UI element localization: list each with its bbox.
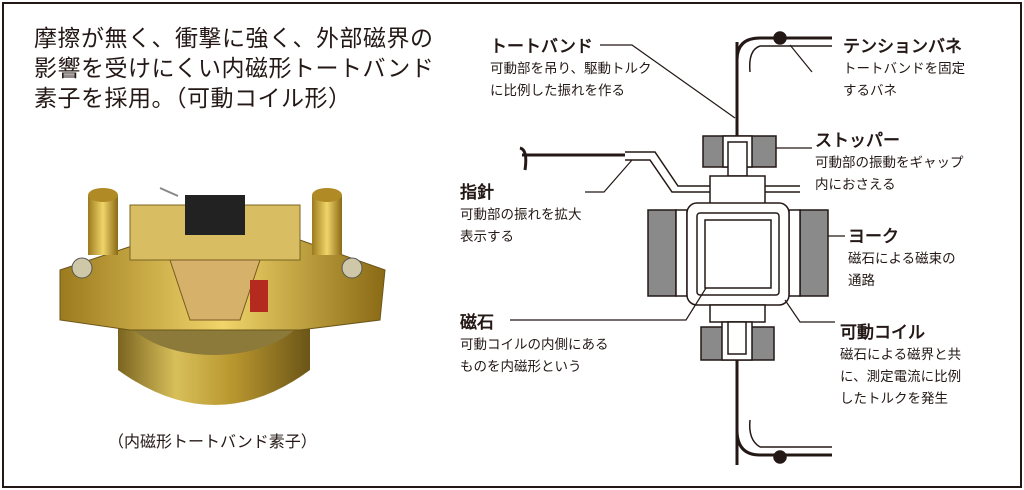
label-text: 通路 bbox=[848, 273, 875, 289]
label-heading: 可動コイル bbox=[840, 323, 925, 343]
label-text: 表示する bbox=[460, 229, 514, 245]
photo-caption: （内磁形トートバンド素子） bbox=[108, 432, 317, 451]
label-tension-spring: テンションバネ トートバンドを固定 するバネ bbox=[843, 36, 965, 102]
label-text: 内におさえる bbox=[815, 177, 896, 193]
label-heading: ストッパー bbox=[815, 131, 900, 151]
headline-line: 摩擦が無く、衝撃に強く、外部磁界の bbox=[34, 26, 434, 52]
label-heading: ヨーク bbox=[848, 227, 899, 247]
label-yoke: ヨーク 磁石による磁束の 通路 bbox=[848, 226, 956, 292]
taut-band-element-photo bbox=[59, 187, 386, 405]
label-heading: 磁石 bbox=[460, 313, 494, 333]
schematic-diagram bbox=[510, 31, 845, 465]
label-text: ものを内磁形という bbox=[460, 359, 582, 375]
label-text: 磁石による磁束の bbox=[848, 251, 956, 267]
label-text: 可動コイルの内側にある bbox=[460, 337, 609, 353]
label-moving-coil: 可動コイル 磁石による磁界と共 に、測定電流に比例 したトルクを発生 bbox=[840, 322, 961, 410]
headline-line: 素子を採用。（可動コイル形） bbox=[34, 86, 352, 112]
label-pointer: 指針 可動部の振れを拡大 表示する bbox=[460, 182, 582, 248]
label-heading: トートバンド bbox=[490, 37, 593, 57]
headline-line: 影響を受けにくい内磁形トートバンド bbox=[34, 56, 435, 82]
label-taut-band: トートバンド 可動部を吊り、駆動トルク に比例した振れを作る bbox=[490, 36, 651, 102]
label-text: 可動部を吊り、駆動トルク bbox=[490, 61, 652, 77]
label-heading: 指針 bbox=[460, 183, 494, 203]
label-text: したトルクを発生 bbox=[840, 391, 948, 407]
label-text: 可動部の振動をギャップ bbox=[815, 155, 964, 171]
label-text: トートバンドを固定 bbox=[843, 61, 966, 77]
label-text: に比例した振れを作る bbox=[490, 83, 625, 99]
label-heading: テンションバネ bbox=[843, 37, 962, 57]
label-text: するバネ bbox=[843, 83, 897, 99]
label-text: 可動部の振れを拡大 bbox=[460, 207, 582, 223]
label-stopper: ストッパー 可動部の振動をギャップ 内におさえる bbox=[815, 130, 964, 196]
headline: 摩擦が無く、衝撃に強く、外部磁界の 影響を受けにくい内磁形トートバンド 素子を採… bbox=[34, 24, 434, 114]
label-text: に、測定電流に比例 bbox=[840, 369, 962, 385]
label-magnet: 磁石 可動コイルの内側にある ものを内磁形という bbox=[460, 312, 609, 378]
label-text: 磁石による磁界と共 bbox=[840, 347, 962, 363]
